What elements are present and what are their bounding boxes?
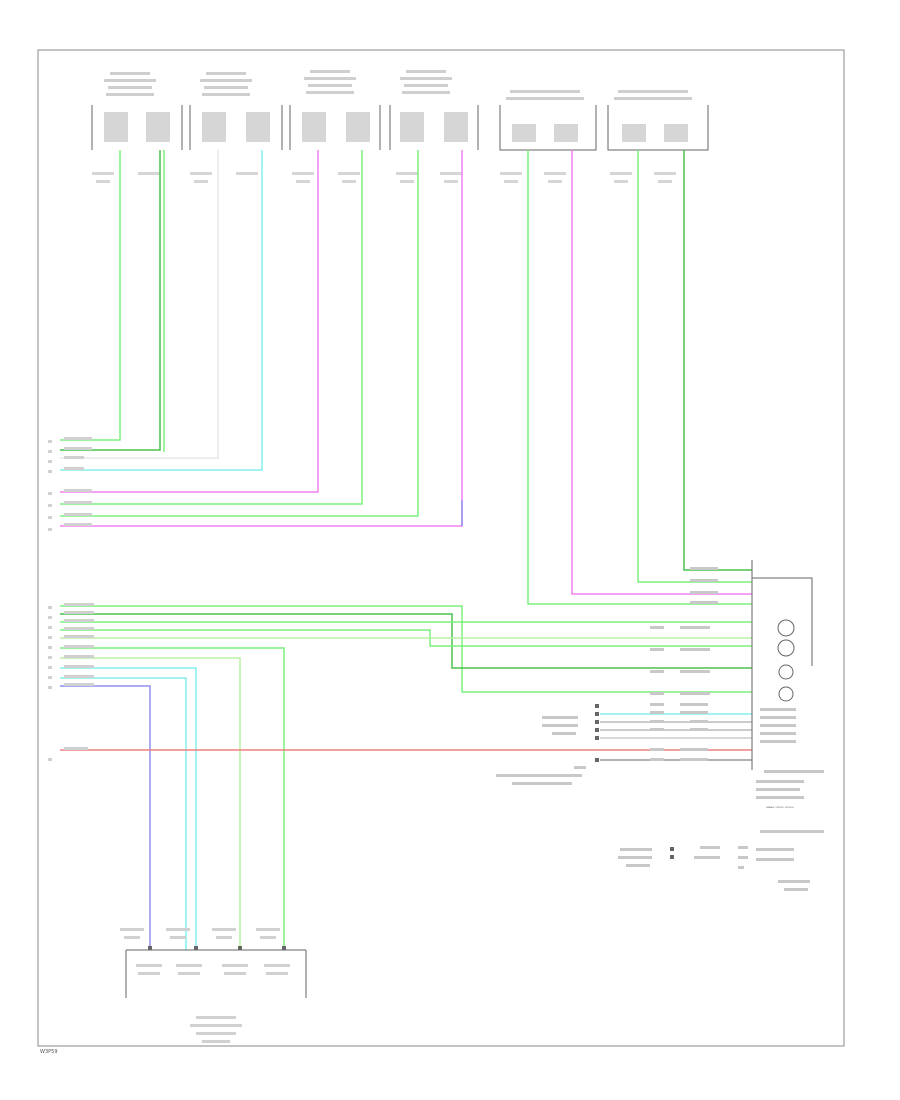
wire-21 (60, 677, 187, 950)
wire-22 (60, 685, 151, 950)
bottom-sensor (120, 928, 307, 1043)
wire-7 (60, 150, 419, 517)
wire-2 (60, 150, 161, 451)
wire-10 (571, 150, 752, 595)
connector-pins (595, 704, 674, 859)
diagram-frame (37, 49, 845, 1047)
wire-5 (60, 150, 319, 493)
airbag-module-label: AIRBAG CONTROL MODULE (766, 806, 794, 809)
footer-code: W3P59 (40, 1049, 58, 1055)
wire-1 (60, 150, 121, 441)
top-wires (60, 150, 752, 605)
airbag-control-module: AIRBAG CONTROL MODULE (751, 560, 824, 809)
wire-11 (637, 150, 752, 583)
wire-9 (527, 150, 752, 605)
wire-14 (60, 613, 752, 669)
top-sensor-boxes (91, 105, 709, 151)
wire-4 (60, 150, 263, 471)
wire-18 (60, 647, 285, 950)
wire-3 (60, 150, 219, 459)
top-component-labels (104, 70, 692, 100)
middle-bus-labels (48, 603, 94, 761)
right-wire-labels (496, 567, 718, 785)
left-bus-labels (48, 437, 92, 531)
wire-19 (60, 657, 241, 950)
wire-20 (60, 667, 197, 950)
middle-wires (60, 605, 752, 950)
lower-right-connector (618, 830, 824, 891)
top-wire-labels (92, 172, 676, 183)
wire-12 (683, 150, 752, 571)
wire-13 (60, 605, 752, 693)
wire-6 (60, 150, 363, 505)
